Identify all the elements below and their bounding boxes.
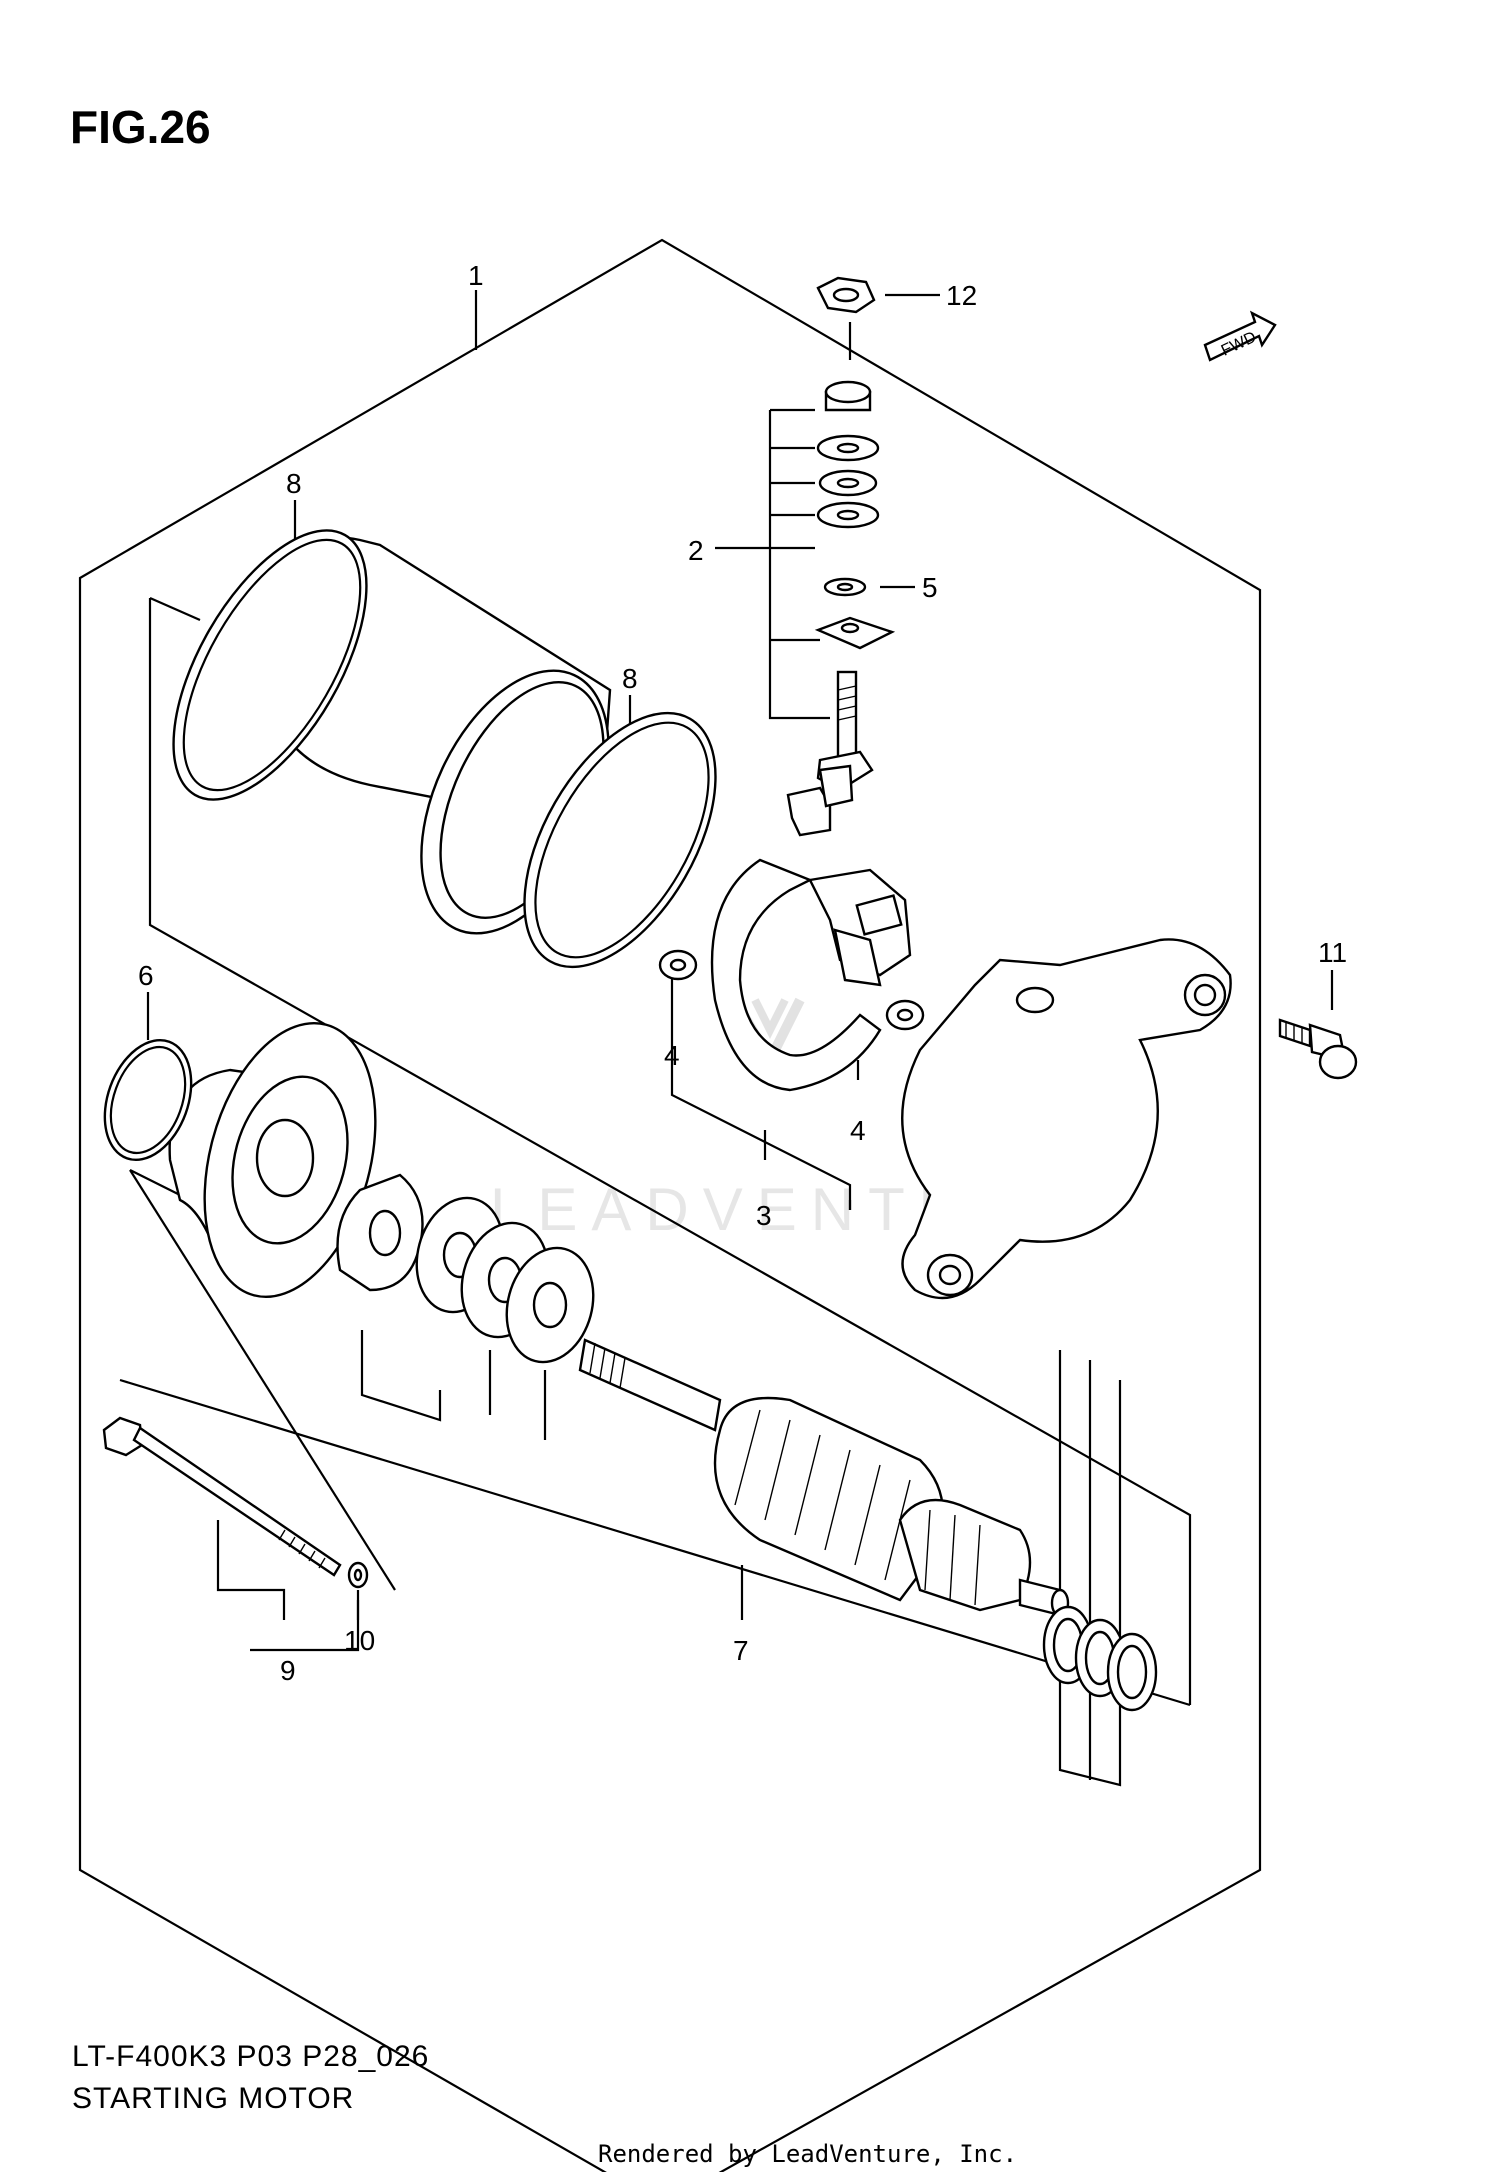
rear-cover-housing — [901, 938, 1232, 1300]
o-ring-6 — [103, 1038, 193, 1162]
thrust-washer-c — [505, 1246, 595, 1364]
callout-5: 5 — [922, 572, 938, 603]
washer-10 — [347, 1561, 369, 1589]
callout-10: 10 — [344, 1625, 375, 1656]
callout-4b: 4 — [850, 1115, 866, 1146]
diagram-caption: STARTING MOTOR — [72, 2082, 355, 2115]
rear-washer-c — [1106, 1632, 1158, 1712]
callout-4a: 4 — [664, 1040, 680, 1071]
o-ring-8a — [172, 529, 368, 801]
callout-1: 1 — [468, 260, 484, 291]
callout-7: 7 — [733, 1635, 749, 1666]
fwd-arrow-icon: FWD — [1203, 310, 1277, 362]
brush-holder-plate — [658, 858, 925, 1092]
callout-12: 12 — [946, 280, 977, 311]
callout-2: 2 — [688, 535, 704, 566]
callout-8a: 8 — [286, 468, 302, 499]
figure-title: FIG.26 — [70, 101, 211, 153]
callout-6: 6 — [138, 960, 154, 991]
subassembly-bracket — [148, 598, 1192, 1705]
o-ring-8b — [523, 711, 717, 969]
armature-7 — [578, 1338, 1070, 1618]
lock-washer — [336, 1173, 424, 1292]
brush-3 — [786, 764, 854, 837]
long-bolt-9 — [102, 1416, 342, 1577]
front-bracket-housing — [168, 1021, 377, 1299]
callout-3: 3 — [756, 1200, 772, 1231]
callout-9: 9 — [280, 1655, 296, 1686]
nut-12 — [816, 276, 876, 314]
bolt-11 — [1278, 1018, 1358, 1080]
callout-11: 11 — [1318, 937, 1347, 968]
callout-8b: 8 — [622, 663, 638, 694]
assembly-outline-frame — [78, 238, 1262, 2172]
rendered-by-footer: Rendered by LeadVenture, Inc. — [598, 2140, 1018, 2168]
terminal-washer-stack — [814, 380, 896, 650]
model-code: LT-F400K3 P03 P28_026 — [72, 2040, 430, 2073]
